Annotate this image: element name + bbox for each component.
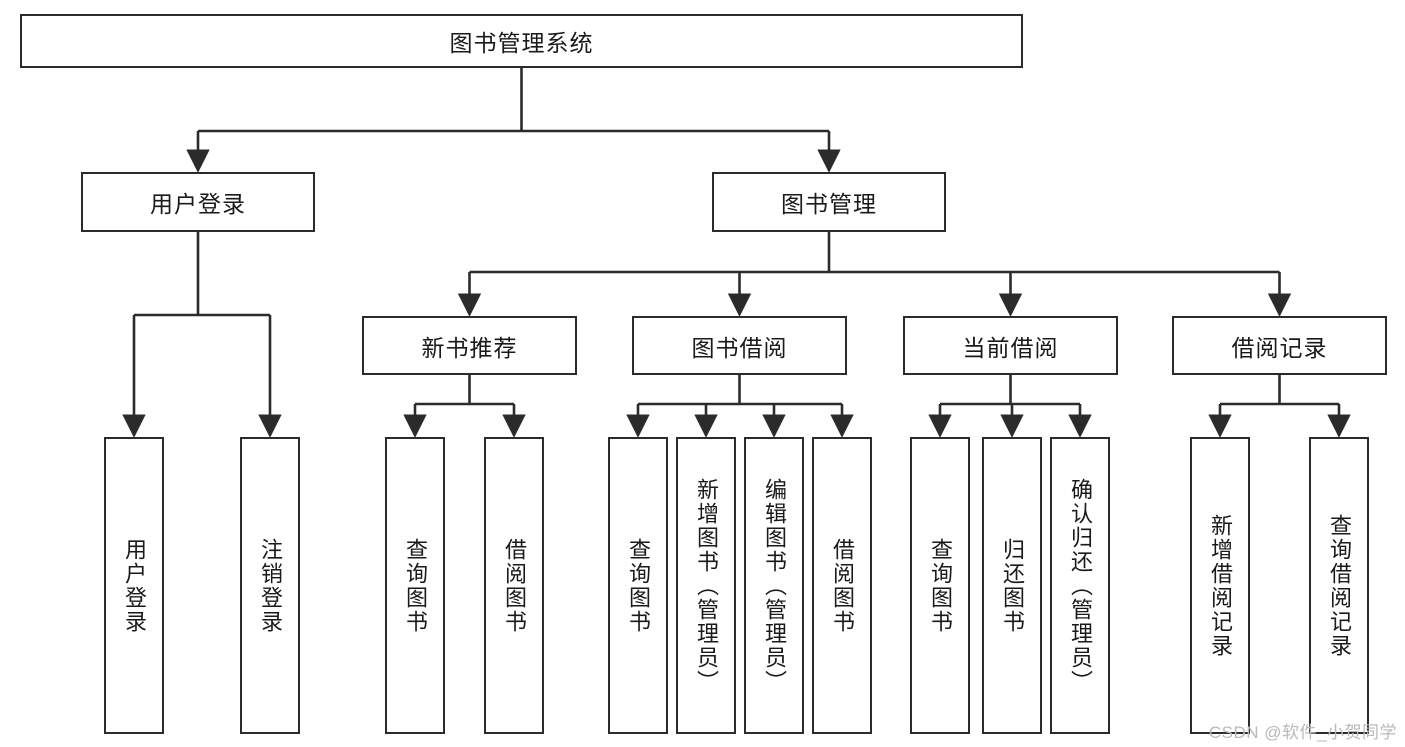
- node-label: 借阅图书: [501, 537, 527, 634]
- node-leaf-rec-borrow-book[interactable]: 借阅图书: [484, 437, 544, 734]
- node-label: 借阅记录: [1231, 334, 1328, 361]
- node-leaf-borrow-edit-book[interactable]: 编辑图书（管理员）: [744, 437, 804, 734]
- node-leaf-current-query-book[interactable]: 查询图书: [910, 437, 970, 734]
- node-user-login[interactable]: 用户登录: [81, 172, 315, 232]
- node-label: 图书管理系统: [449, 30, 594, 56]
- node-leaf-current-confirm-return[interactable]: 确认归还（管理员）: [1050, 437, 1110, 734]
- node-label: 当前借阅: [962, 334, 1059, 361]
- node-label: 新书推荐: [421, 334, 518, 361]
- node-label: 图书管理: [781, 191, 877, 217]
- node-label: 新增图书（管理员）: [693, 477, 719, 694]
- node-label: 借阅图书: [829, 537, 855, 634]
- node-book-borrow[interactable]: 图书借阅: [632, 316, 847, 375]
- node-root[interactable]: 图书管理系统: [20, 14, 1023, 68]
- node-label: 查询借阅记录: [1326, 513, 1352, 658]
- node-label: 查询图书: [625, 537, 651, 634]
- node-label: 查询图书: [927, 537, 953, 634]
- node-label: 注销登录: [257, 537, 283, 634]
- node-leaf-current-return-book[interactable]: 归还图书: [982, 437, 1042, 734]
- node-label: 查询图书: [402, 537, 428, 634]
- node-leaf-rec-query-book[interactable]: 查询图书: [385, 437, 445, 734]
- node-label: 确认归还（管理员）: [1067, 477, 1093, 694]
- node-leaf-user-logout[interactable]: 注销登录: [240, 437, 300, 734]
- node-current-borrow[interactable]: 当前借阅: [903, 316, 1118, 375]
- node-leaf-record-query[interactable]: 查询借阅记录: [1309, 437, 1369, 734]
- node-borrow-record[interactable]: 借阅记录: [1172, 316, 1387, 375]
- node-leaf-borrow-add-book[interactable]: 新增图书（管理员）: [676, 437, 736, 734]
- node-book-manage[interactable]: 图书管理: [712, 172, 946, 232]
- node-leaf-borrow-borrow-book[interactable]: 借阅图书: [812, 437, 872, 734]
- node-label: 编辑图书（管理员）: [761, 477, 787, 694]
- node-label: 归还图书: [999, 537, 1025, 634]
- node-leaf-user-login[interactable]: 用户登录: [104, 437, 164, 734]
- watermark: CSDN @软件_小贺同学: [1208, 723, 1397, 742]
- node-label: 用户登录: [121, 537, 147, 634]
- node-label: 用户登录: [150, 191, 246, 217]
- node-leaf-borrow-query-book[interactable]: 查询图书: [608, 437, 668, 734]
- node-leaf-record-add[interactable]: 新增借阅记录: [1190, 437, 1250, 734]
- node-label: 图书借阅: [691, 334, 788, 361]
- node-new-book-recommend[interactable]: 新书推荐: [362, 316, 577, 375]
- node-label: 新增借阅记录: [1207, 513, 1233, 658]
